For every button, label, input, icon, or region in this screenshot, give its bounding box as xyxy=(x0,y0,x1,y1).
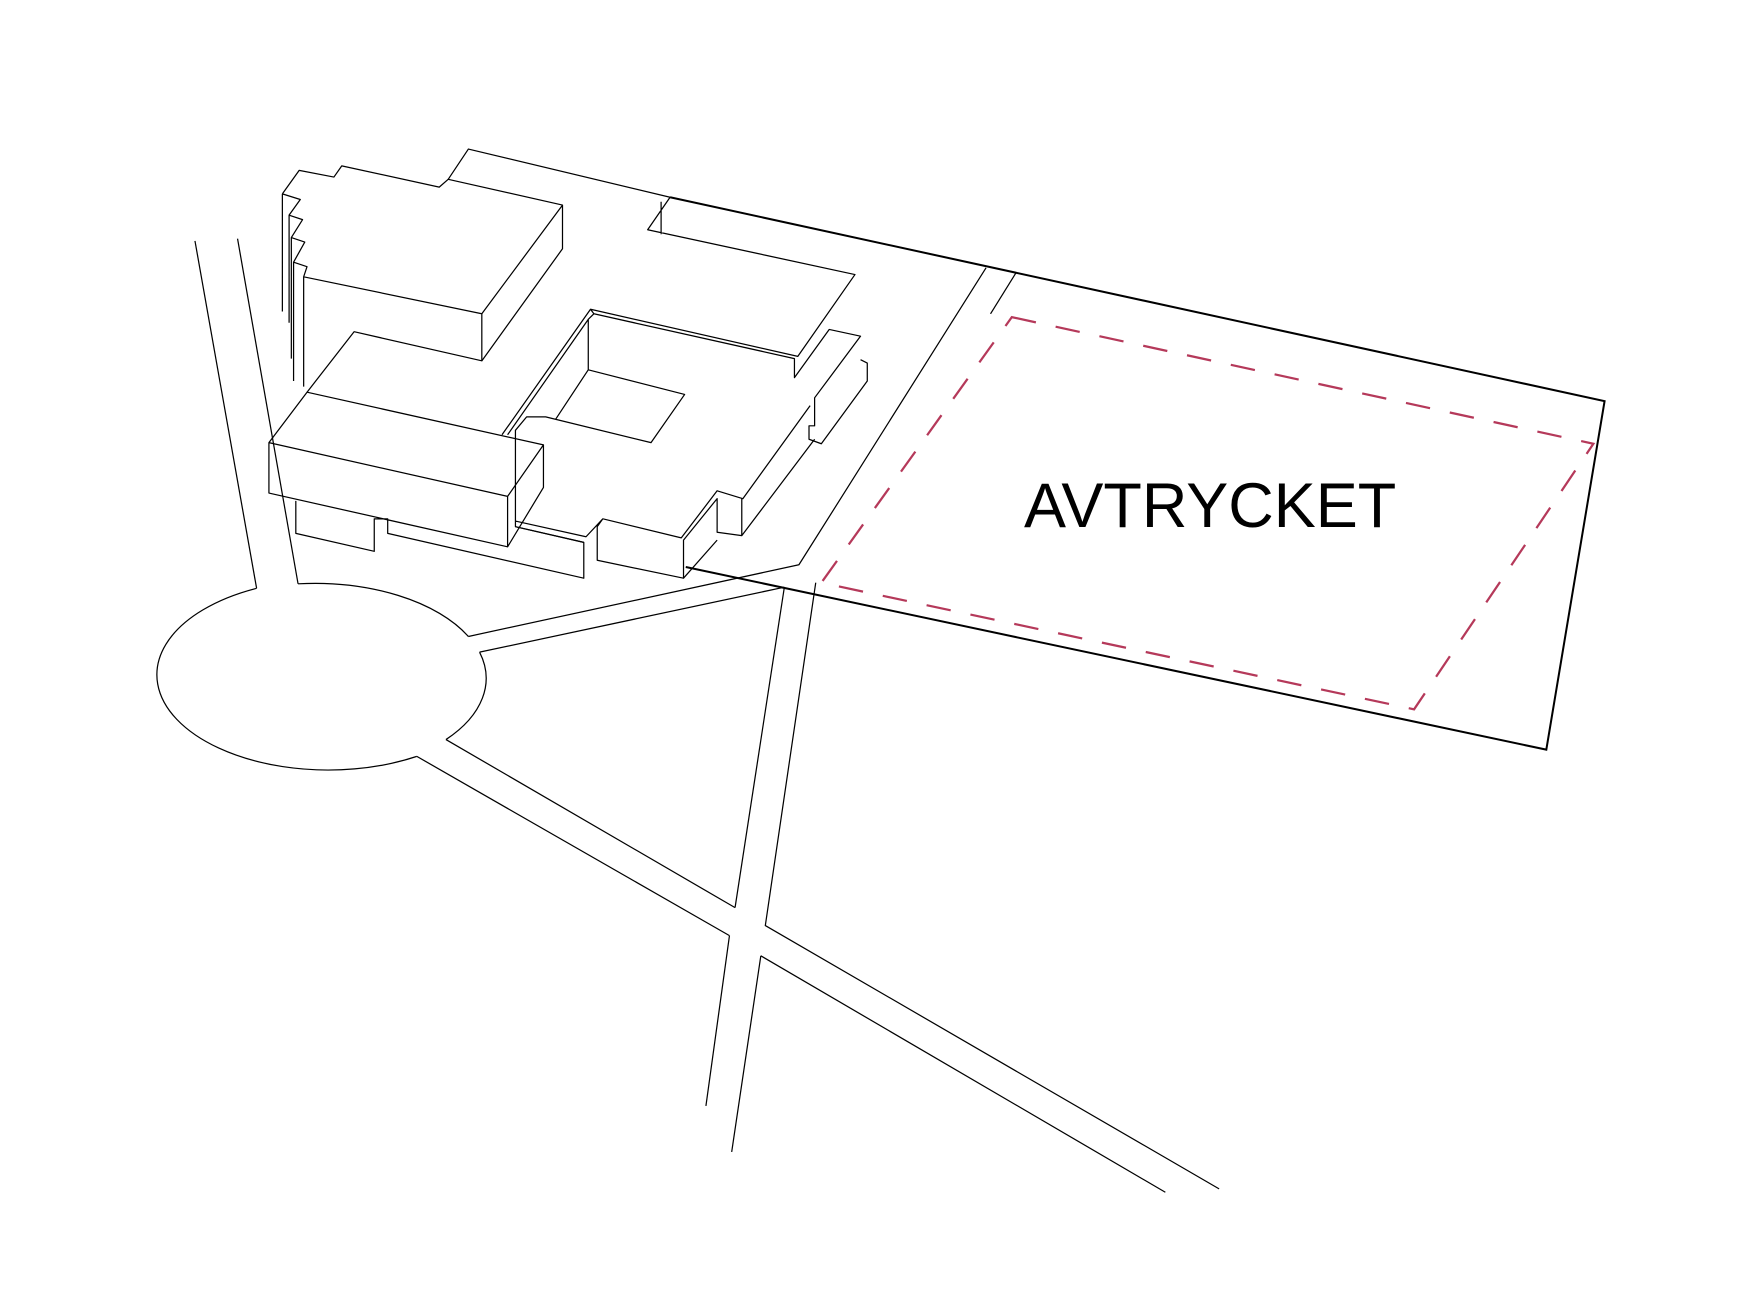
roundabout xyxy=(156,582,487,771)
building-b xyxy=(268,391,585,579)
building-c xyxy=(501,196,868,579)
road-southeast-edge-3 xyxy=(760,955,1166,1193)
path-short xyxy=(990,271,1017,315)
road-south-edge-1 xyxy=(705,935,731,1107)
site-boundary xyxy=(447,148,1606,751)
road-south-edge-2 xyxy=(731,955,762,1153)
road-vertical-edge-1 xyxy=(734,587,785,908)
site-boundary-line xyxy=(669,196,1606,751)
road-southeast-edge-2 xyxy=(416,755,730,937)
road-west-edge-1 xyxy=(194,240,258,589)
plaza-edge xyxy=(447,148,671,198)
road-west-edge-2 xyxy=(236,238,299,584)
buildings xyxy=(268,165,868,579)
roads xyxy=(156,238,1220,1193)
building-a xyxy=(281,165,564,393)
footprint-outline-dashed xyxy=(819,315,1596,711)
road-southeast-edge-1 xyxy=(445,739,736,909)
road-east-edge-2 xyxy=(479,586,785,653)
road-east-edge-1 xyxy=(468,267,987,638)
road-vertical-edge-2 xyxy=(764,582,1220,1190)
